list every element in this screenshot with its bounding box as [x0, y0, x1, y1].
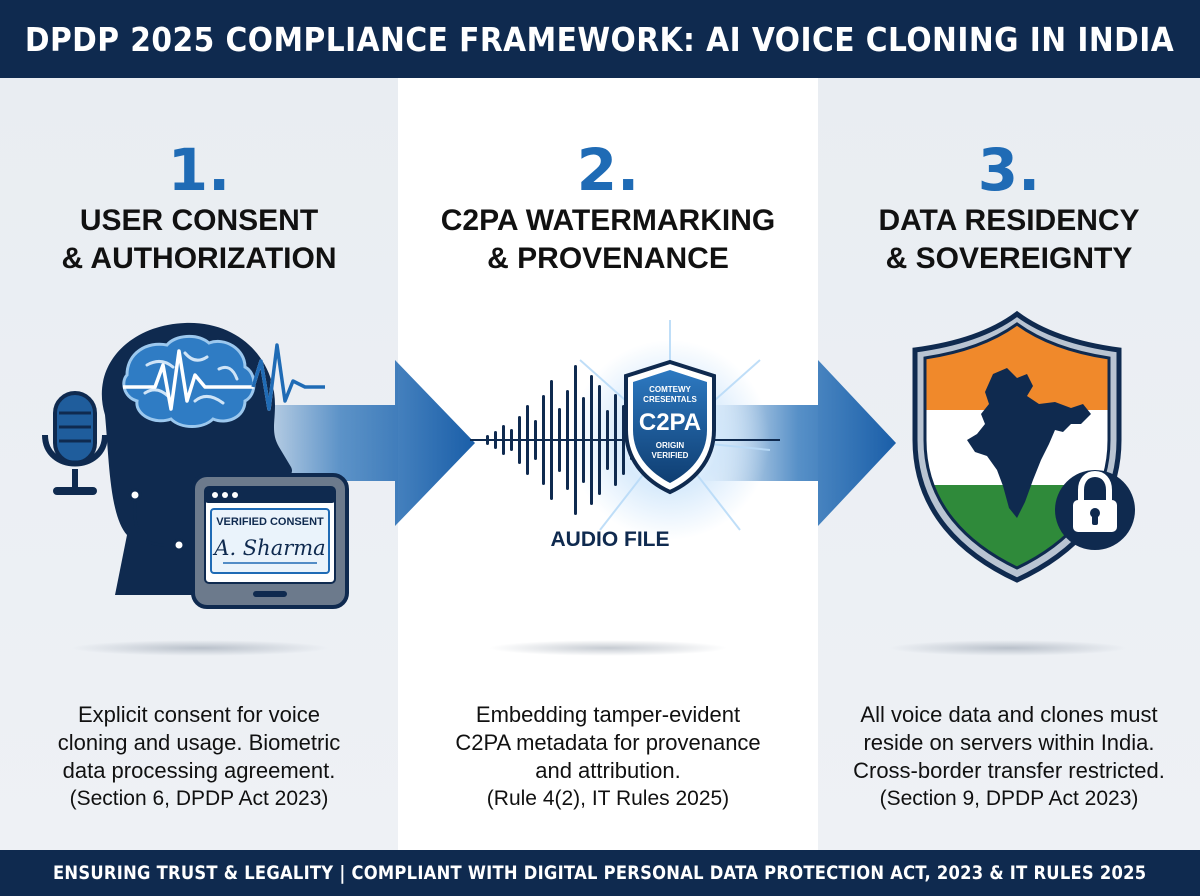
step-2-desc-line-2: C2PA metadata for provenance — [455, 730, 761, 755]
step-2-citation: (Rule 4(2), IT Rules 2025) — [486, 787, 730, 810]
footer-bar: ENSURING TRUST & LEGALITY | COMPLIANT WI… — [0, 850, 1200, 896]
step-3-desc-line-1: All voice data and clones must — [860, 702, 1158, 727]
c2pa-shield-icon: COMTEWY CRESENTALS C2PA ORIGIN VERIFIED — [624, 359, 716, 495]
brain-icon — [122, 335, 256, 428]
tablet-consent-label: VERIFIED CONSENT — [216, 516, 324, 528]
waveform-bar — [598, 385, 601, 495]
step-2-description: Embedding tamper-evident C2PA metadata f… — [398, 701, 818, 813]
step-3-description: All voice data and clones must reside on… — [818, 701, 1200, 813]
waveform-bar — [558, 408, 561, 472]
step-2-title-line-1: C2PA WATERMARKING — [440, 204, 776, 237]
step-2-title: C2PA WATERMARKING & PROVENANCE — [398, 202, 818, 278]
step-3-desc-line-3: Cross-border transfer restricted. — [853, 758, 1165, 783]
step-2-desc-line-3: and attribution. — [535, 758, 681, 783]
audio-file-label: AUDIO FILE — [551, 528, 670, 551]
c2pa-illustration: COMTEWY CRESENTALS C2PA ORIGIN VERIFIED … — [470, 320, 780, 551]
arrow-right-icon — [230, 360, 475, 526]
waveform-bar — [518, 416, 521, 464]
step-1-citation: (Section 6, DPDP Act 2023) — [69, 787, 329, 810]
step-2-floor-shadow — [488, 640, 728, 656]
arrow-right-icon — [700, 360, 896, 526]
step-2-title-line-2: & PROVENANCE — [487, 242, 729, 275]
step-3-title: DATA RESIDENCY & SOVEREIGNTY — [818, 202, 1200, 278]
consent-illustration: VERIFIED CONSENT A. Sharma — [42, 322, 349, 609]
shield-top-line-2: CRESENTALS — [643, 395, 697, 404]
step-2-desc-line-1: Embedding tamper-evident — [475, 702, 741, 727]
signature-text: A. Sharma — [212, 536, 325, 560]
shield-top-line-1: COMTEWY — [649, 385, 691, 394]
waveform-bar — [526, 405, 529, 475]
waveform-bar — [550, 380, 553, 500]
waveform-bar — [486, 435, 489, 445]
step-1-desc-line-3: data processing agreement. — [62, 758, 336, 783]
step-1-number: 1. — [167, 136, 231, 204]
waveform-bar — [574, 365, 577, 515]
step-3-floor-shadow — [888, 640, 1128, 656]
step-3-desc-line-2: reside on servers within India. — [863, 730, 1155, 755]
data-residency-illustration — [912, 310, 1135, 583]
waveform-bar — [542, 395, 545, 485]
header-bar: DPDP 2025 COMPLIANCE FRAMEWORK: AI VOICE… — [0, 0, 1200, 78]
waveform-bar — [502, 425, 505, 455]
step-1-title: USER CONSENT & AUTHORIZATION — [0, 202, 398, 278]
step-1-desc-line-1: Explicit consent for voice — [77, 702, 321, 727]
step-1-floor-shadow — [70, 640, 330, 656]
waveform-bar — [494, 431, 497, 449]
step-1-title-line-2: & AUTHORIZATION — [61, 242, 337, 275]
page-title: DPDP 2025 COMPLIANCE FRAMEWORK: AI VOICE… — [25, 19, 1175, 59]
waveform-bar — [590, 375, 593, 505]
waveform-bar — [606, 410, 609, 470]
padlock-icon — [1055, 470, 1135, 550]
shield-bottom-line-1: ORIGIN — [656, 441, 685, 450]
waveform-bar — [534, 420, 537, 460]
step-1-desc-line-2: cloning and usage. Biometric — [57, 730, 341, 755]
footer-text: ENSURING TRUST & LEGALITY | COMPLIANT WI… — [53, 862, 1147, 884]
step-1-description: Explicit consent for voice cloning and u… — [0, 701, 398, 813]
waveform-bar — [510, 429, 513, 451]
step-3-citation: (Section 9, DPDP Act 2023) — [879, 787, 1139, 810]
waveform-bar — [566, 390, 569, 490]
shield-main-label: C2PA — [639, 409, 701, 436]
step-3-title-line-1: DATA RESIDENCY — [878, 204, 1140, 237]
step-3-title-line-2: & SOVEREIGNTY — [885, 242, 1133, 275]
india-map-icon — [967, 368, 1091, 518]
waveform-bar — [582, 397, 585, 483]
shield-bottom-line-2: VERIFIED — [652, 451, 689, 460]
step-1-title-line-1: USER CONSENT — [79, 204, 319, 237]
step-3-number: 3. — [977, 136, 1041, 204]
step-3-panel: 3. DATA RESIDENCY & SOVEREIGNTY All voic… — [818, 78, 1200, 850]
step-2-number: 2. — [576, 136, 640, 204]
waveform-bar — [614, 394, 617, 486]
tablet-icon: VERIFIED CONSENT A. Sharma — [191, 473, 349, 609]
microphone-icon — [42, 391, 108, 495]
